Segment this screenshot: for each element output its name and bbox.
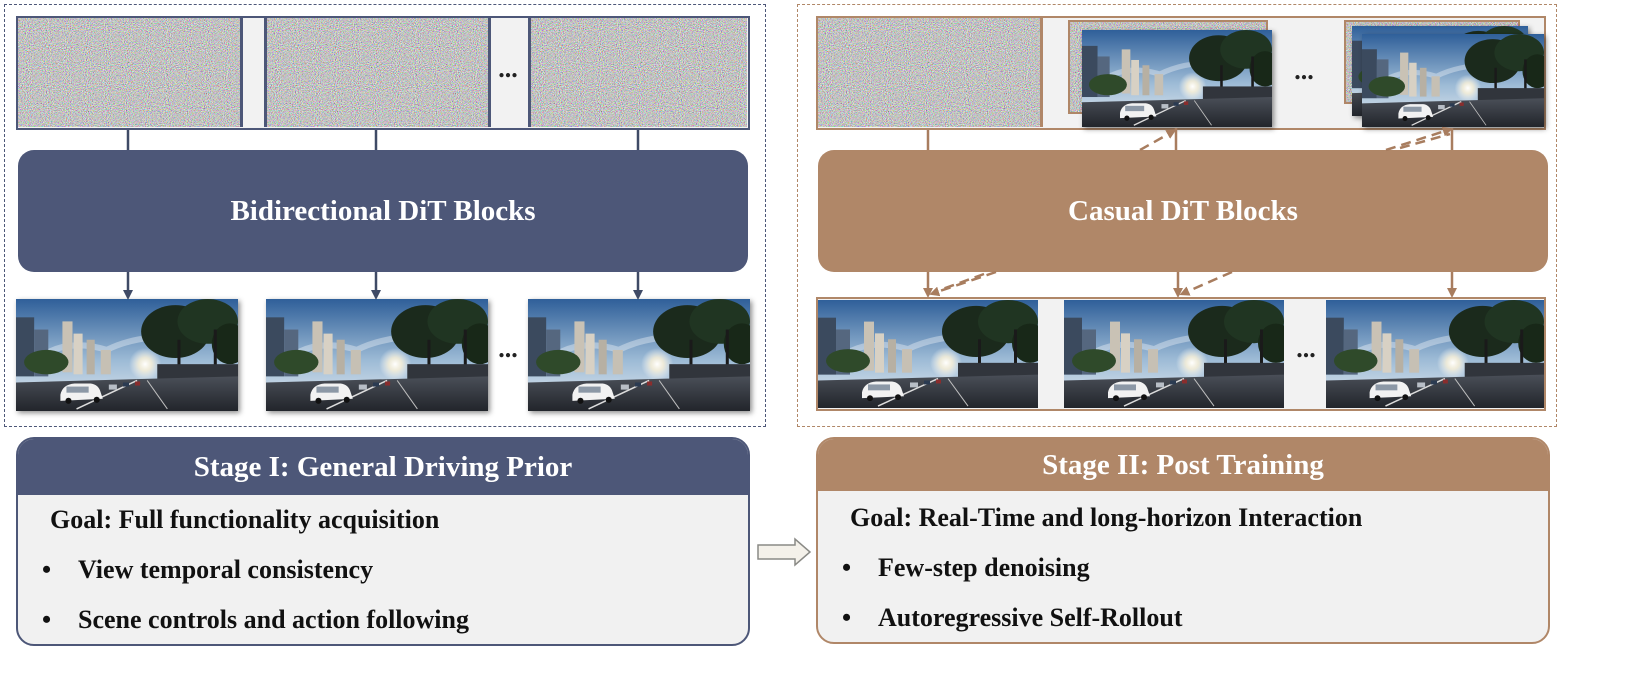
stage1-panel-header: Stage I: General Driving Prior [18,439,748,495]
bullet-icon: • [842,553,852,582]
stage1-panel-title: Stage I: General Driving Prior [193,450,573,483]
stage1-noise-strip [16,16,750,130]
noise-frame-icon [818,18,1040,127]
stage2-panel-header: Stage II: Post Training [818,439,1548,491]
stage2-connectors [923,128,1457,298]
noise-frame-icon [18,18,240,127]
noise-frame-icon [531,18,747,127]
stage1-bullet-item: • View temporal consistency [42,555,373,585]
noise-frame-icon [267,18,488,127]
stage2-panel-title: Stage II: Post Training [1042,448,1324,481]
stage2-bullet-text: Few-step denoising [878,553,1090,582]
stage1-bullet-text: View temporal consistency [78,555,374,584]
right-arrow-icon [757,537,812,567]
stage2-bullet-text: Autoregressive Self-Rollout [878,603,1183,632]
bullet-icon: • [42,605,52,634]
frame-divider [1040,18,1043,127]
stage2-bullet-item: • Autoregressive Self-Rollout [842,603,1183,633]
frame-divider [528,18,531,127]
stage1-goal: Goal: Full functionality acquisition [50,505,440,534]
stage1-panel: Stage I: General Driving Prior Goal: Ful… [16,437,750,646]
bullet-icon: • [842,603,852,632]
bullet-icon: • [42,555,52,584]
stage2-top-ellipsis: ... [1294,56,1314,85]
stage1-bottom-ellipsis: ... [498,334,518,363]
stage1-connectors [123,130,643,300]
stage1-dashed-group [4,4,766,427]
bidirectional-dit-block: Bidirectional DiT Blocks [18,150,748,272]
stage2-panel: Stage II: Post Training Goal: Real-Time … [816,437,1550,644]
frame-divider [240,18,243,127]
stage2-dashed-group [797,4,1557,427]
frame-divider [488,18,491,127]
bidirectional-dit-label: Bidirectional DiT Blocks [230,194,536,227]
stage2-bullet-item: • Few-step denoising [842,553,1090,583]
casual-dit-label: Casual DiT Blocks [1068,194,1298,227]
stage1-top-ellipsis: ... [498,54,518,83]
stage2-autoregressive-arrows [929,126,1453,297]
frame-divider [264,18,267,127]
stage2-goal: Goal: Real-Time and long-horizon Interac… [850,503,1363,532]
casual-dit-block: Casual DiT Blocks [818,150,1548,272]
stage1-bullet-item: • Scene controls and action following [42,605,469,635]
stage2-bottom-ellipsis: ... [1296,334,1316,363]
stage1-bullet-text: Scene controls and action following [78,605,469,634]
